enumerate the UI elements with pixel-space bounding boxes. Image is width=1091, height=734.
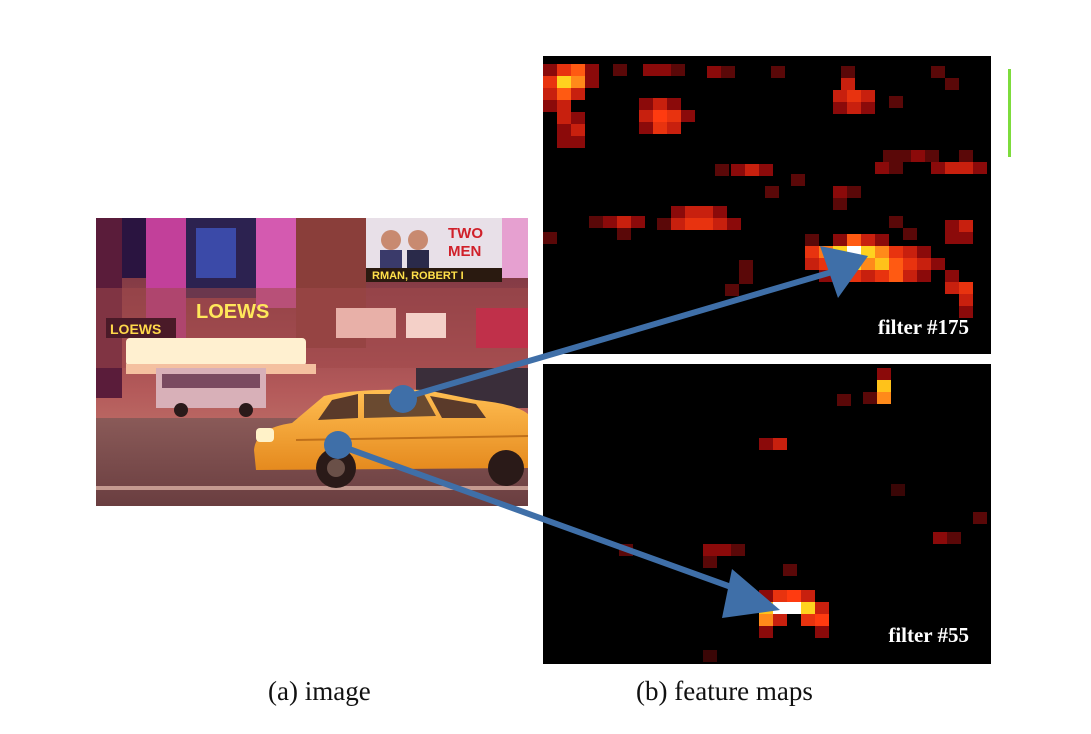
feature-map-heatmap-bottom [619,368,987,662]
input-image: TWO MEN RMAN, ROBERT I LOEWS LOEWS [96,218,528,506]
side-mark [1008,69,1011,157]
loews-main-sign: LOEWS [196,301,269,323]
feature-map-filter-55: filter #55 [543,364,991,664]
filter-175-label: filter #175 [877,315,969,339]
loews-side-sign: LOEWS [110,321,161,337]
taxi-street-photo: TWO MEN RMAN, ROBERT I LOEWS LOEWS [96,218,528,506]
filter-55-label: filter #55 [888,623,969,647]
caption-image: (a) image [268,676,371,706]
billboard-text-top: TWO [448,225,483,242]
feature-map-filter-175: filter #175 [543,56,991,354]
caption-feature-maps: (b) feature maps [636,676,813,706]
feature-map-heatmap-top [543,64,987,318]
billboard-text-bottom: RMAN, ROBERT I [372,270,464,282]
billboard-text-mid: MEN [448,243,481,260]
